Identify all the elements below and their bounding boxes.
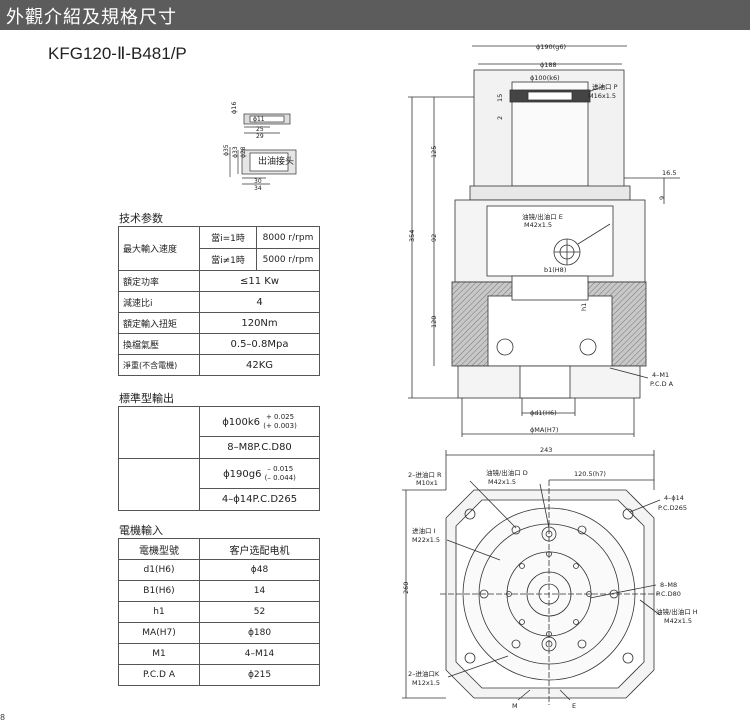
page-header: 外觀介紹及規格尺寸 xyxy=(0,0,750,30)
dim-9: 9 xyxy=(658,196,666,200)
oil-port-d-label: 油镜/出油口 D xyxy=(486,468,528,477)
mount-thread-m1: 4–M1 xyxy=(652,371,669,379)
dim-d33: ϕ33 xyxy=(232,146,239,158)
oil-inlet-r-label: 2–进油口 R xyxy=(408,470,442,479)
oil-inlet-i-thread: M22x1.5 xyxy=(412,536,440,544)
dim-d11: ϕ11 xyxy=(253,116,265,123)
oil-inlet-p-thread: M16x1.5 xyxy=(588,92,616,100)
mount-pcd-a: P.C.D A xyxy=(650,380,674,388)
mount-holes-label: 4–ϕ14 xyxy=(664,494,684,502)
model-number: KFG120-Ⅱ-B481/P xyxy=(48,44,187,63)
dim-125: 125 xyxy=(430,146,438,158)
fitting-label: 出油接头 xyxy=(258,155,294,167)
bottom-view-drawing xyxy=(402,450,661,705)
tech-params-table: 最大輸入速度 當i=1時 8000 r/rpm 當i≠1時 5000 r/rpm… xyxy=(118,226,320,376)
bolt-pcd-80: P.C.D80 xyxy=(656,590,681,598)
dim-d1: ϕd1(H6) xyxy=(530,409,557,417)
oil-inlet-k-label: 2–进油口K xyxy=(408,669,440,678)
dim-260: 260 xyxy=(402,582,410,594)
oil-port-d-thread: M42x1.5 xyxy=(488,478,516,486)
dim-354: 354 xyxy=(408,230,416,242)
dim-25: 25 xyxy=(256,126,264,133)
dim-d28: ϕ28 xyxy=(240,146,247,158)
dim-92: 92 xyxy=(430,234,438,242)
dim-120: 120 xyxy=(430,316,438,328)
side-view-drawing xyxy=(408,45,680,437)
bolt-m8-label: 8–M8 xyxy=(660,581,677,589)
oil-port-e-label: 油镜/出油口 E xyxy=(522,212,563,221)
oil-fitting-drawing xyxy=(229,113,297,185)
oil-port-h-thread: M42x1.5 xyxy=(664,617,692,625)
tech-params-title: 技术参数 xyxy=(119,212,163,225)
dim-d16: ϕ16 xyxy=(230,101,238,114)
dim-2: 2 xyxy=(496,116,504,120)
dim-d100: ϕ100(k6) xyxy=(530,74,560,82)
standard-output-table: ϕ100k6 + 0.025 (+ 0.003) 8–M8P.C.D80 ϕ19… xyxy=(118,406,320,511)
dim-34: 34 xyxy=(254,185,262,192)
dim-ma: ϕMA(H7) xyxy=(530,426,558,434)
oil-port-h-label: 油镜/出油口 H xyxy=(656,607,698,616)
dim-120-5: 120.5(h7) xyxy=(574,470,606,478)
oil-inlet-k-thread: M12x1.5 xyxy=(412,679,440,687)
standard-output-title: 標準型輸出 xyxy=(119,392,174,405)
page-title: 外觀介紹及規格尺寸 xyxy=(6,7,177,28)
dim-b1: b1(H8) xyxy=(544,266,566,274)
dim-h1: h1 xyxy=(580,303,588,311)
dim-30: 30 xyxy=(254,178,262,185)
dim-15: 15 xyxy=(496,94,504,102)
dim-16-5: 16.5 xyxy=(662,169,676,177)
dim-243: 243 xyxy=(540,446,552,454)
label-m: M xyxy=(512,702,518,710)
table-row: d1(H6)ϕ48 xyxy=(118,559,320,581)
oil-inlet-i-label: 进油口 I xyxy=(412,526,436,535)
oil-port-e-thread: M42x1.5 xyxy=(524,221,552,229)
dim-d190: ϕ190(g6) xyxy=(536,43,566,51)
output-flange-dia: ϕ190g6 – 0.015 (– 0.044) xyxy=(199,458,320,489)
dim-29: 29 xyxy=(256,133,264,140)
dim-d188: ϕ188 xyxy=(540,61,557,69)
max-speed-label: 最大輸入速度 xyxy=(118,226,200,271)
output-shaft-dia: ϕ100k6 + 0.025 (+ 0.003) xyxy=(199,406,320,437)
mount-pcd-265: P.C.D265 xyxy=(658,504,687,512)
weight-value: 42KG xyxy=(199,354,320,376)
oil-inlet-p-label: 进油口 P xyxy=(592,82,618,91)
motor-input-title: 電機輸入 xyxy=(119,524,163,537)
output-mount-holes: 4–ϕ14P.C.D265 xyxy=(199,488,320,511)
weight-label: 淨重(不含電機) xyxy=(118,354,200,376)
oil-inlet-r-thread: M10x1 xyxy=(416,479,438,487)
label-e: E xyxy=(572,702,576,710)
page-number: 8 xyxy=(0,713,6,722)
dim-d35: ϕ35 xyxy=(223,144,230,156)
